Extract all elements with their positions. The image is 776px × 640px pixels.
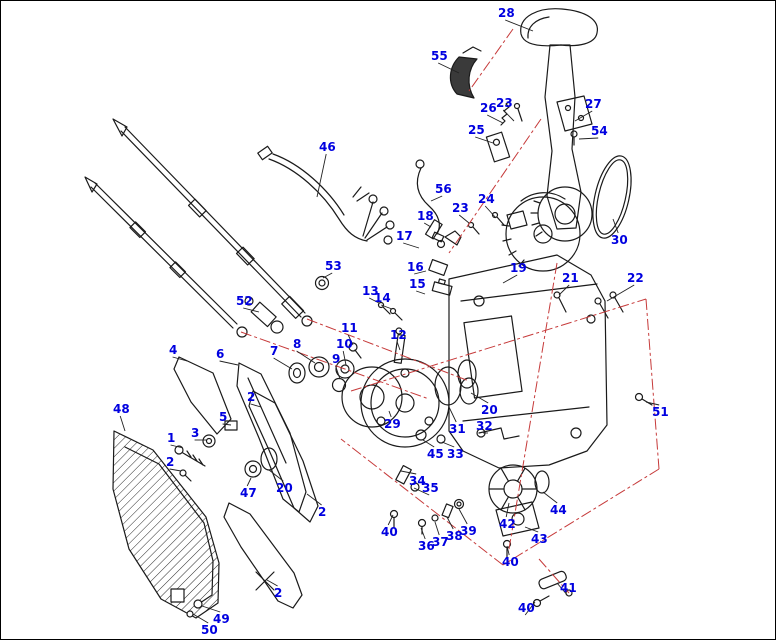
- friction-ring: [592, 155, 632, 239]
- grip-cover: [112, 430, 220, 619]
- housing: [448, 192, 608, 469]
- leader-line-15: [416, 290, 426, 295]
- cable-end-fitting: [244, 296, 284, 334]
- leader-line-35: [413, 487, 430, 496]
- wire-harness: [257, 145, 395, 245]
- throttle-drum-cluster: [288, 327, 520, 448]
- side-plate: [556, 95, 593, 146]
- leader-line-10: [342, 350, 347, 366]
- leader-line-21: [558, 284, 570, 296]
- leader-line-24: [484, 205, 497, 219]
- leader-line-30: [612, 218, 619, 234]
- hex-nut: [314, 275, 330, 291]
- leader-line-7: [273, 357, 293, 370]
- leader-line-54: [578, 137, 599, 140]
- assembly-centerlines: [240, 28, 660, 594]
- leader-line-16: [414, 270, 427, 275]
- leader-line-20: [268, 469, 284, 482]
- leader-line-51: [645, 401, 660, 406]
- leader-line-8: [296, 350, 316, 364]
- leader-line-11: [347, 334, 354, 346]
- leader-lines: [119, 19, 660, 624]
- leader-line-18: [423, 222, 432, 228]
- leader-line-37: [434, 521, 440, 536]
- lower-gear-cluster: [389, 464, 573, 608]
- leader-line-26: [486, 114, 504, 124]
- leader-line-1: [170, 444, 184, 449]
- leader-line-31: [448, 406, 457, 423]
- mount-screws: [553, 291, 653, 406]
- leader-line-13: [368, 297, 380, 304]
- side-plates: [173, 356, 319, 523]
- leader-line-12: [396, 341, 401, 351]
- leader-line-43: [524, 526, 539, 533]
- leader-line-23: [458, 214, 470, 224]
- leader-line-5: [222, 423, 232, 426]
- leader-line-42: [505, 502, 510, 518]
- leader-line-2: [306, 493, 322, 506]
- leader-line-40: [524, 601, 536, 616]
- leader-line-47: [246, 477, 252, 487]
- leader-line-50: [192, 613, 209, 624]
- leader-line-23: [502, 109, 515, 122]
- leader-line-41: [556, 582, 568, 596]
- leader-line-56: [430, 195, 443, 202]
- leader-line-22: [606, 284, 635, 302]
- leader-line-17: [403, 242, 420, 249]
- leader-line-53: [322, 272, 333, 279]
- leader-line-28: [505, 19, 534, 32]
- lock-plate-spring: [485, 100, 523, 163]
- leader-line-6: [219, 360, 239, 366]
- leader-line-29: [388, 410, 392, 418]
- leader-line-39: [458, 508, 468, 525]
- leader-line-55: [438, 62, 460, 74]
- leader-line-48: [119, 415, 126, 432]
- lower-bracket: [223, 502, 303, 609]
- leader-line-52: [243, 307, 260, 313]
- leader-line-14: [381, 304, 393, 310]
- leader-line-25: [475, 136, 494, 144]
- leader-line-36: [420, 527, 426, 540]
- control-handle: [520, 8, 598, 242]
- ground-wire: [415, 159, 445, 243]
- leader-line-2: [169, 468, 182, 472]
- leader-line-40: [387, 514, 394, 526]
- leader-line-20: [470, 392, 489, 404]
- leader-line-33: [441, 441, 455, 448]
- throttle-cables: [84, 118, 313, 338]
- leader-line-34: [400, 470, 417, 475]
- leader-line-44: [542, 491, 558, 504]
- trim-switch-bracket: [449, 46, 482, 99]
- linkage-small-parts: [377, 210, 528, 321]
- leader-line-2: [250, 403, 262, 408]
- leader-line-2: [266, 579, 278, 587]
- leader-line-45: [422, 439, 435, 448]
- leader-line-49: [201, 605, 221, 613]
- leader-line-27: [574, 110, 593, 122]
- leader-line-4: [172, 356, 188, 362]
- leader-line-46: [316, 153, 327, 198]
- leader-line-38: [446, 516, 454, 530]
- leader-line-9: [335, 365, 341, 380]
- leader-line-40: [506, 545, 510, 556]
- leader-line-19: [502, 274, 518, 284]
